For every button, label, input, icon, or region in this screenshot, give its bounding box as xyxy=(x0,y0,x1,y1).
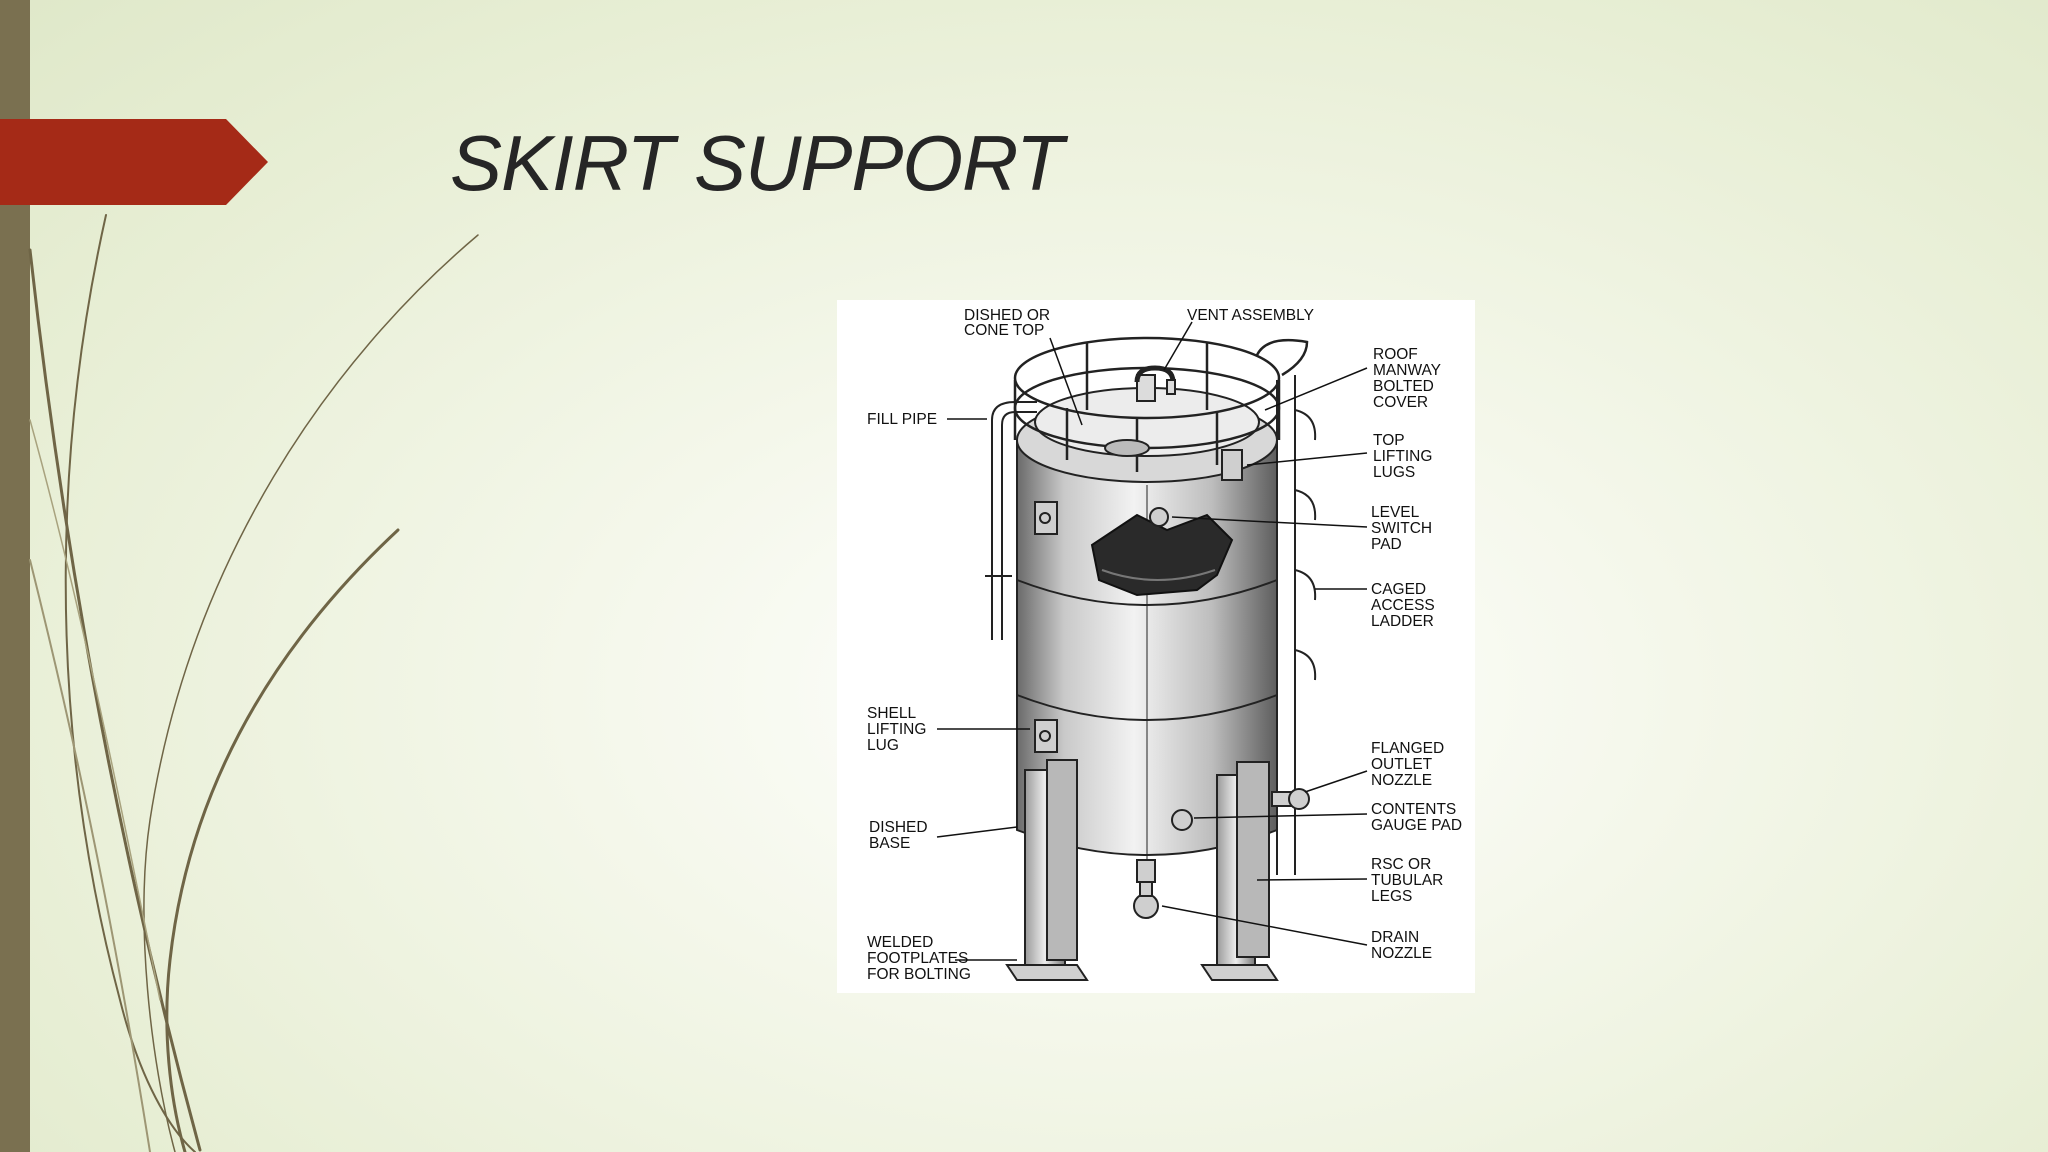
svg-text:FOOTPLATES: FOOTPLATES xyxy=(867,950,968,967)
svg-text:ROOF: ROOF xyxy=(1373,346,1418,363)
roof-manway xyxy=(1104,439,1150,457)
slide-title: SKIRT SUPPORT xyxy=(450,119,1064,207)
svg-text:VENT ASSEMBLY: VENT ASSEMBLY xyxy=(1187,307,1314,324)
svg-text:CONE TOP: CONE TOP xyxy=(964,322,1044,339)
svg-text:SWITCH: SWITCH xyxy=(1371,520,1432,537)
svg-text:SHELL: SHELL xyxy=(867,705,916,722)
label-leader-lines xyxy=(936,321,1368,961)
svg-text:LIFTING: LIFTING xyxy=(1373,448,1432,465)
label-dished-base: DISHED BASE xyxy=(869,819,928,852)
svg-text:NOZZLE: NOZZLE xyxy=(1371,772,1432,789)
svg-text:LEGS: LEGS xyxy=(1371,888,1412,905)
label-caged-access-ladder: CAGED ACCESS LADDER xyxy=(1371,581,1435,630)
svg-text:OUTLET: OUTLET xyxy=(1371,756,1433,773)
svg-text:FOR BOLTING: FOR BOLTING xyxy=(867,966,971,983)
label-flanged-outlet-nozzle: FLANGED OUTLET NOZZLE xyxy=(1371,740,1444,789)
fill-pipe xyxy=(985,401,1037,640)
svg-text:DISHED: DISHED xyxy=(869,819,928,836)
svg-text:LUGS: LUGS xyxy=(1373,464,1415,481)
lugs-and-pads xyxy=(1034,449,1243,831)
svg-text:LADDER: LADDER xyxy=(1371,613,1434,630)
svg-text:NOZZLE: NOZZLE xyxy=(1371,945,1432,962)
label-welded-footplates: WELDED FOOTPLATES FOR BOLTING xyxy=(867,934,971,983)
label-roof-manway: ROOF MANWAY BOLTED COVER xyxy=(1373,346,1441,411)
label-fill-pipe: FILL PIPE xyxy=(867,411,937,428)
label-shell-lifting-lug: SHELL LIFTING LUG xyxy=(867,705,926,754)
label-drain-nozzle: DRAIN NOZZLE xyxy=(1371,929,1432,962)
svg-text:WELDED: WELDED xyxy=(867,934,933,951)
svg-text:TUBULAR: TUBULAR xyxy=(1371,872,1443,889)
label-dished-top: DISHED OR CONE TOP xyxy=(964,307,1050,339)
svg-text:GAUGE PAD: GAUGE PAD xyxy=(1371,817,1462,834)
label-level-switch-pad: LEVEL SWITCH PAD xyxy=(1371,504,1432,553)
label-top-lifting-lugs: TOP LIFTING LUGS xyxy=(1373,432,1432,481)
svg-text:DRAIN: DRAIN xyxy=(1371,929,1419,946)
svg-text:RSC OR: RSC OR xyxy=(1371,856,1431,873)
svg-text:LIFTING: LIFTING xyxy=(867,721,926,738)
svg-text:LUG: LUG xyxy=(867,737,899,754)
support-legs xyxy=(1005,759,1279,981)
svg-text:FLANGED: FLANGED xyxy=(1371,740,1444,757)
drain-nozzle xyxy=(1133,859,1159,919)
svg-text:LEVEL: LEVEL xyxy=(1371,504,1420,521)
svg-text:BOLTED: BOLTED xyxy=(1373,378,1434,395)
svg-text:DISHED OR: DISHED OR xyxy=(964,307,1050,324)
svg-text:PAD: PAD xyxy=(1371,536,1402,553)
svg-text:CAGED: CAGED xyxy=(1371,581,1426,598)
label-rsc-tubular-legs: RSC OR TUBULAR LEGS xyxy=(1371,856,1443,905)
svg-text:BASE: BASE xyxy=(869,835,910,852)
label-contents-gauge-pad: CONTENTS GAUGE PAD xyxy=(1371,801,1462,834)
vent-assembly xyxy=(1134,365,1176,402)
tank-diagram: DISHED OR CONE TOP VENT ASSEMBLY ROOF MA… xyxy=(837,300,1475,993)
label-vent-assembly: VENT ASSEMBLY xyxy=(1187,307,1314,324)
svg-text:ACCESS: ACCESS xyxy=(1371,597,1435,614)
svg-text:FILL PIPE: FILL PIPE xyxy=(867,411,937,428)
svg-text:TOP: TOP xyxy=(1373,432,1405,449)
decorative-swoosh xyxy=(28,214,479,1152)
outlet-nozzle xyxy=(1271,788,1310,810)
svg-text:MANWAY: MANWAY xyxy=(1373,362,1441,379)
tank-illustration: DISHED OR CONE TOP VENT ASSEMBLY ROOF MA… xyxy=(867,307,1462,983)
svg-text:CONTENTS: CONTENTS xyxy=(1371,801,1456,818)
title-accent-arrow xyxy=(0,119,268,205)
svg-text:COVER: COVER xyxy=(1373,394,1428,411)
